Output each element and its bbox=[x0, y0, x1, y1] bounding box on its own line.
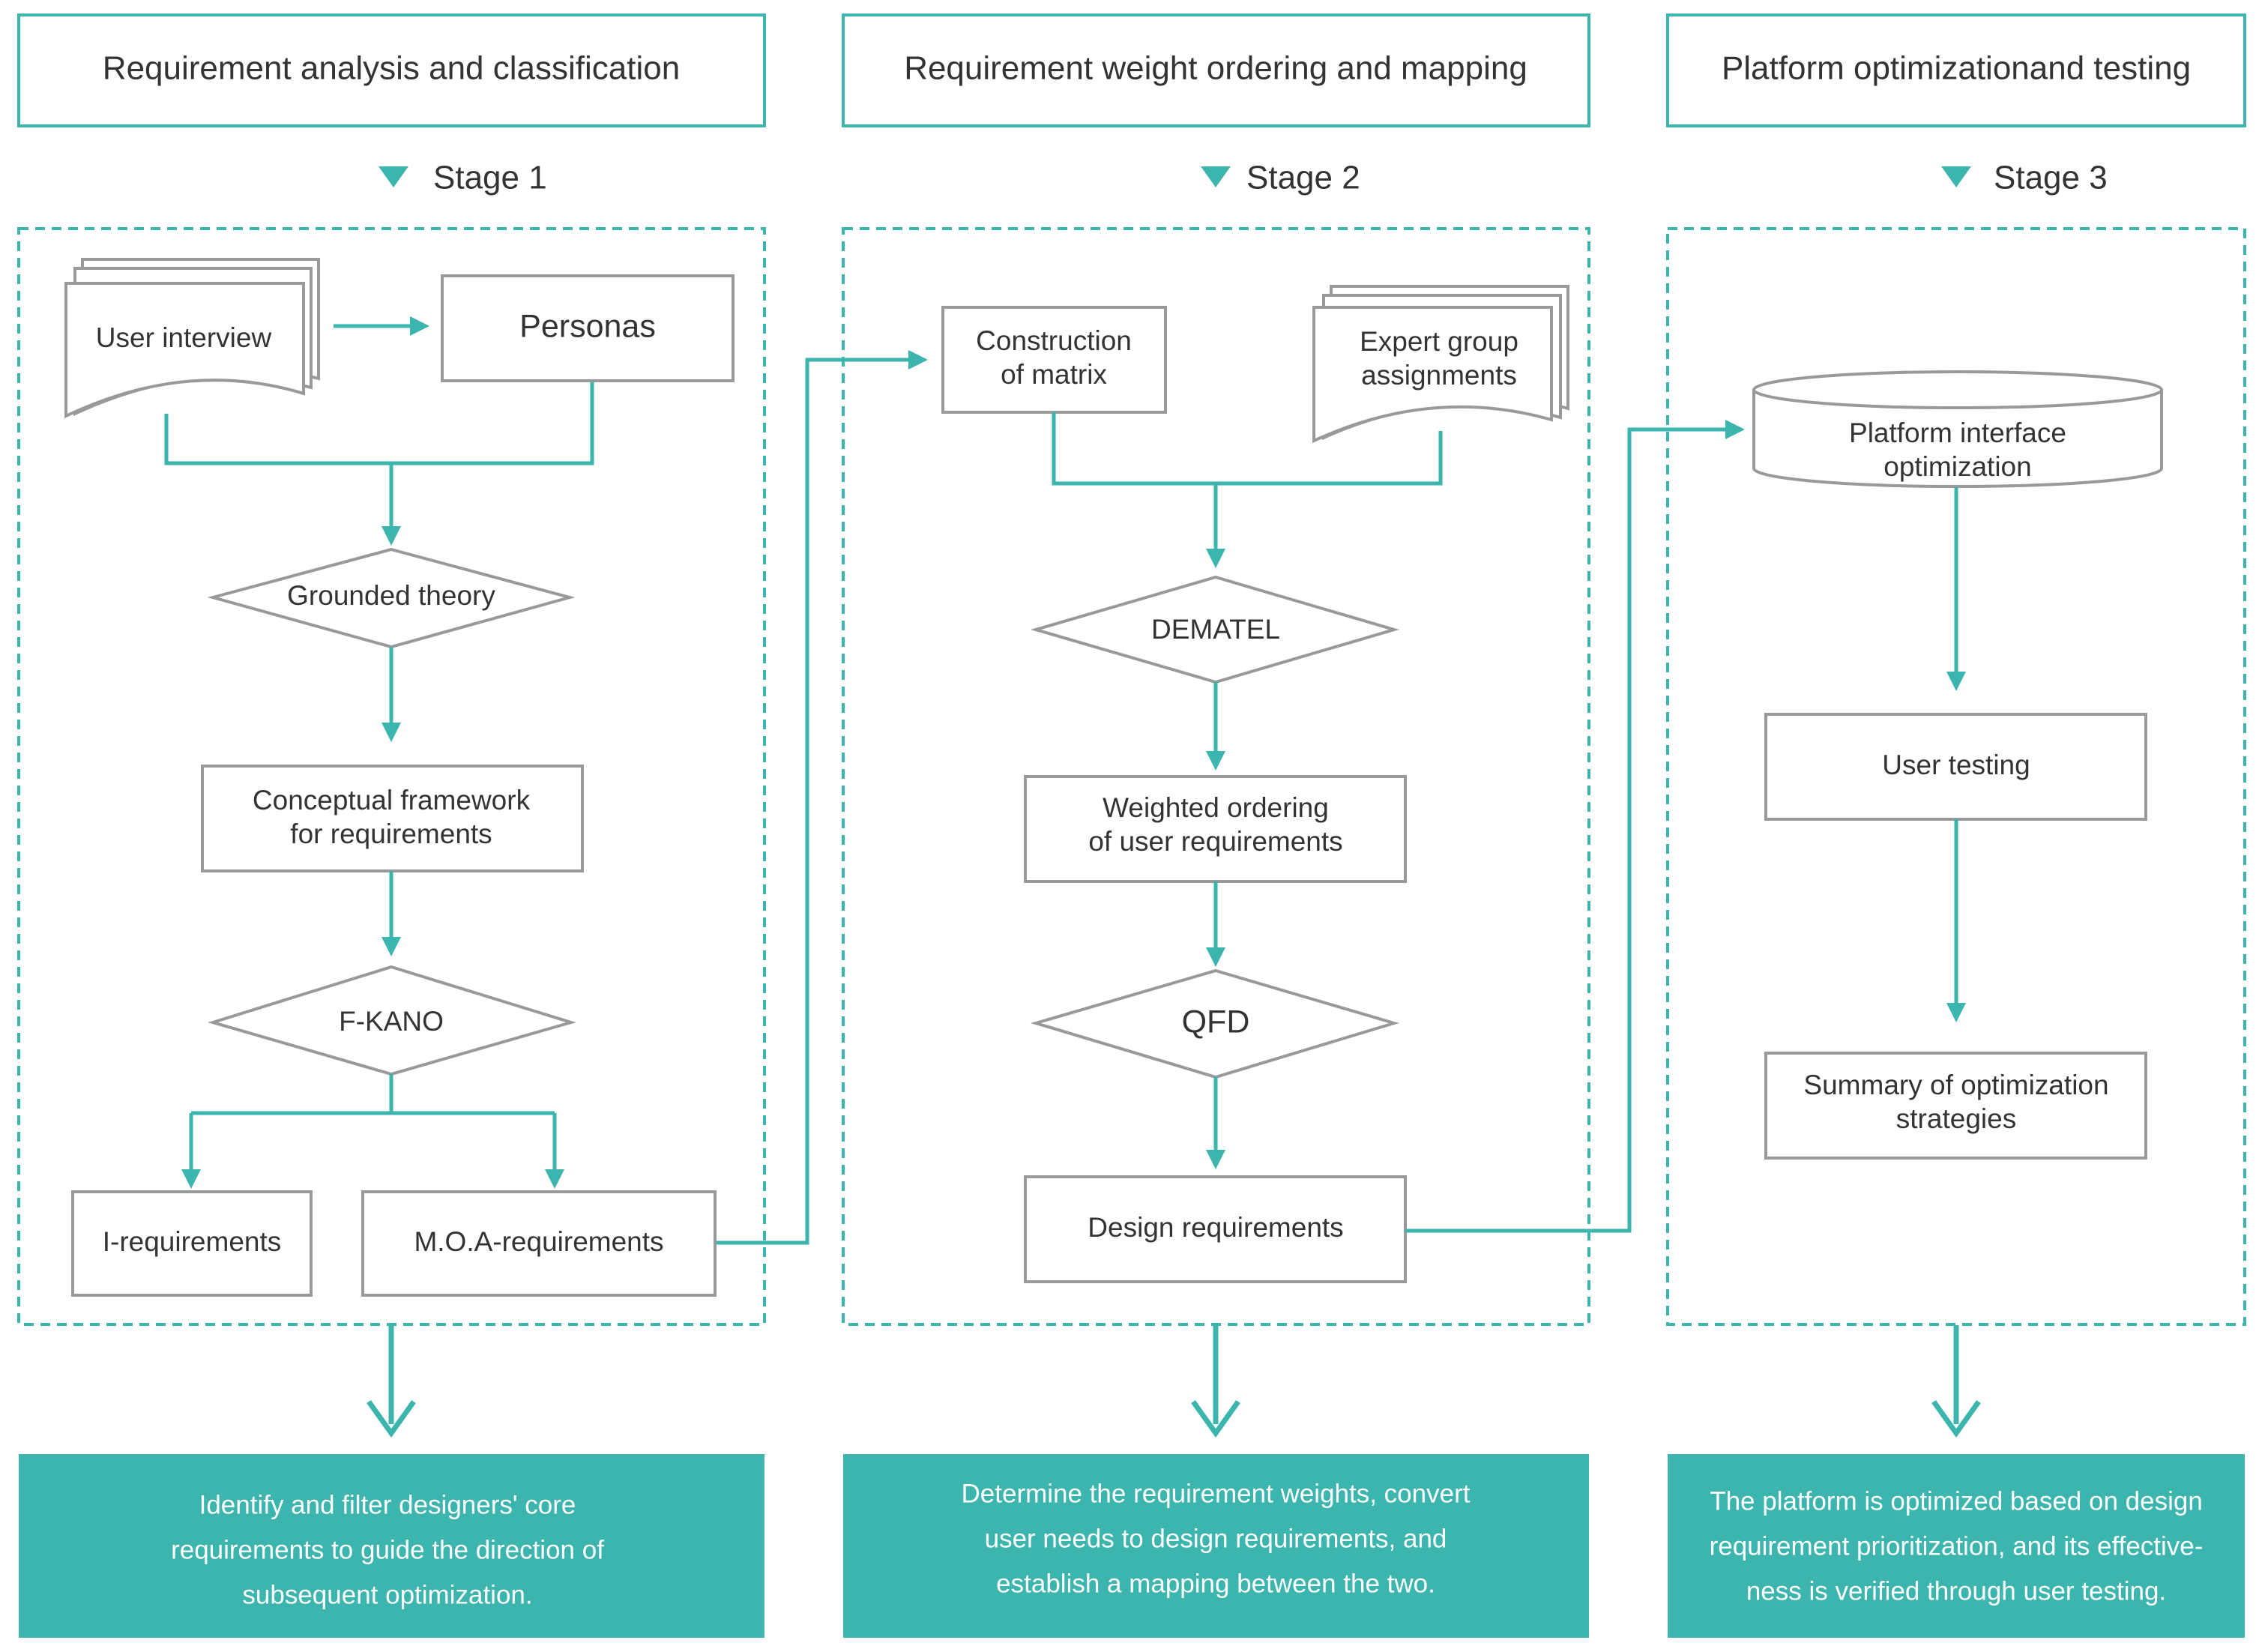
moa-requirements-box bbox=[361, 1190, 717, 1297]
expert-group-doc-icon bbox=[1312, 285, 1569, 444]
down-arrow-icon-2 bbox=[1191, 1325, 1240, 1438]
conceptual-framework-line-1: Conceptual framework bbox=[253, 785, 531, 816]
arrowhead-moa-req bbox=[545, 1169, 564, 1189]
header-title-2: Requirement weight ordering and mapping bbox=[904, 50, 1527, 87]
expert-group-line-1: Expert group bbox=[1360, 326, 1518, 357]
arrowhead-grounded bbox=[381, 526, 401, 546]
arrowhead-qfd bbox=[1206, 947, 1225, 967]
i-requirements-label: I-requirements bbox=[103, 1226, 282, 1257]
summary-3-line-1: The platform is optimized based on desig… bbox=[1710, 1486, 2203, 1516]
stage-marker-icon-1 bbox=[378, 166, 408, 187]
summary-1-line-1: Identify and filter designers' core bbox=[199, 1490, 576, 1519]
down-arrow-icon-1 bbox=[367, 1325, 416, 1438]
construction-matrix-line-2: of matrix bbox=[1001, 359, 1107, 390]
header-box-1 bbox=[17, 13, 766, 127]
summary-1-line-3: subsequent optimization. bbox=[242, 1580, 532, 1609]
user-interview-doc-icon bbox=[64, 258, 320, 419]
user-testing-box bbox=[1764, 713, 2147, 821]
personas-label: Personas bbox=[519, 308, 656, 344]
qfd-label: QFD bbox=[1182, 1004, 1250, 1040]
header-box-2 bbox=[842, 13, 1590, 127]
stage-label-2: Stage 2 bbox=[1246, 160, 1360, 196]
arrowhead-fkano bbox=[381, 937, 401, 956]
summary-3-line-2: requirement prioritization, and its effe… bbox=[1710, 1531, 2204, 1561]
stage-label-1: Stage 1 bbox=[433, 160, 547, 196]
grounded-theory-label: Grounded theory bbox=[287, 580, 495, 611]
construction-matrix-box bbox=[941, 306, 1167, 414]
i-requirements-box bbox=[71, 1190, 313, 1297]
connector-fkano-split bbox=[189, 1074, 557, 1175]
summary-2-line-1: Determine the requirement weights, conve… bbox=[962, 1479, 1471, 1508]
summary-panel-1 bbox=[19, 1454, 764, 1638]
header-title-1: Requirement analysis and classification bbox=[103, 50, 680, 87]
summary-panel-3 bbox=[1668, 1454, 2245, 1638]
summary-1-line-2: requirements to guide the direction of bbox=[171, 1535, 604, 1564]
stage-container-3 bbox=[1666, 227, 2246, 1326]
connector-merge-2 bbox=[1052, 412, 1443, 486]
summary-strategies-line-1: Summary of optimization bbox=[1803, 1070, 2108, 1100]
header-box-3 bbox=[1666, 13, 2246, 127]
personas-box bbox=[441, 274, 735, 382]
dematel-label: DEMATEL bbox=[1151, 614, 1280, 645]
arrowhead-dematel bbox=[1206, 549, 1225, 568]
stage-label-3: Stage 3 bbox=[1994, 160, 2108, 196]
arrowhead-i-req bbox=[181, 1169, 201, 1189]
f-kano-label: F-KANO bbox=[339, 1006, 444, 1037]
platform-interface-cylinder-icon bbox=[1752, 370, 2163, 488]
arrowhead-summary-strategies bbox=[1946, 1003, 1966, 1022]
arrowhead-matrix bbox=[908, 350, 928, 370]
arrowhead-framework bbox=[381, 723, 401, 742]
user-interview-label: User interview bbox=[96, 322, 272, 353]
summary-strategies-line-2: strategies bbox=[1896, 1103, 2016, 1134]
moa-requirements-label: M.O.A-requirements bbox=[414, 1226, 663, 1257]
header-title-3: Platform optimizationand testing bbox=[1722, 50, 2191, 87]
arrowhead-weighted bbox=[1206, 751, 1225, 771]
arrowhead-user-testing bbox=[1946, 672, 1966, 691]
stage-marker-icon-2 bbox=[1201, 166, 1231, 187]
user-testing-label: User testing bbox=[1882, 750, 2030, 780]
stage-container-2 bbox=[842, 227, 1590, 1326]
weighted-ordering-line-1: Weighted ordering bbox=[1103, 792, 1329, 823]
summary-3-line-3: ness is verified through user testing. bbox=[1746, 1576, 2166, 1606]
connector-stage2-to-stage3 bbox=[1405, 427, 1728, 1233]
arrowhead-platform bbox=[1725, 420, 1745, 439]
weighted-ordering-box bbox=[1024, 775, 1407, 883]
stage-marker-icon-3 bbox=[1941, 166, 1971, 187]
conceptual-framework-box bbox=[201, 765, 584, 872]
summary-panel-2 bbox=[843, 1454, 1589, 1638]
connector-merge-1 bbox=[164, 382, 594, 465]
down-arrow-icon-3 bbox=[1931, 1325, 1981, 1438]
design-requirements-label: Design requirements bbox=[1088, 1212, 1343, 1243]
platform-interface-line-1: Platform interface bbox=[1849, 417, 2066, 448]
arrowhead-design bbox=[1206, 1150, 1225, 1169]
summary-2-line-2: user needs to design requirements, and bbox=[985, 1524, 1447, 1553]
construction-matrix-line-1: Construction bbox=[976, 325, 1132, 356]
arrowhead-personas bbox=[410, 316, 429, 336]
connector-stage1-to-stage2 bbox=[717, 358, 911, 1245]
summary-strategies-box bbox=[1764, 1052, 2147, 1160]
stage-container-1 bbox=[17, 227, 766, 1326]
weighted-ordering-line-2: of user requirements bbox=[1088, 826, 1342, 857]
expert-group-line-2: assignments bbox=[1361, 360, 1517, 391]
summary-2-line-3: establish a mapping between the two. bbox=[996, 1569, 1435, 1598]
conceptual-framework-line-2: for requirements bbox=[290, 819, 492, 849]
platform-interface-line-2: optimization bbox=[1883, 451, 2031, 482]
